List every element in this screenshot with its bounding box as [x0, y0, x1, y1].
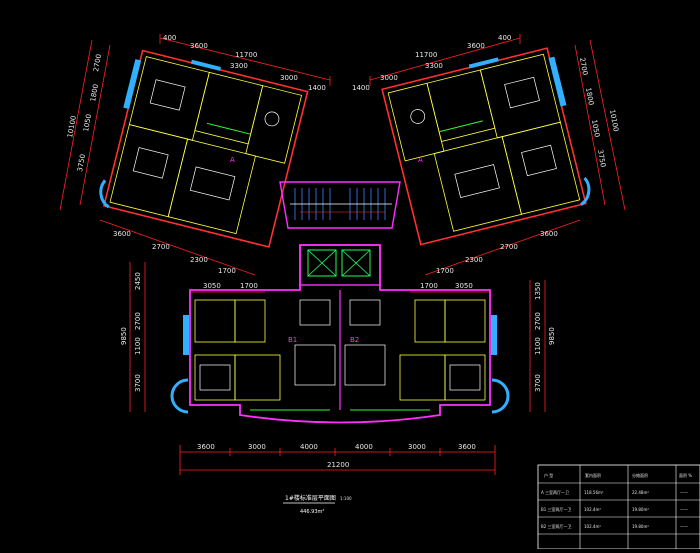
table-header-1: 套内面积	[585, 472, 601, 478]
plan-title-block: 1#楼标准层平面图 1:100 446.93m²	[283, 494, 352, 515]
dim-lower-top-right-1: 3050	[455, 282, 473, 290]
dim-top-left-4: 3000	[280, 74, 298, 82]
dim-top-right-0: 11700	[415, 51, 437, 59]
dim-lower-left-v-2: 2700	[134, 312, 142, 330]
plan-area: 446.93m²	[300, 509, 324, 515]
unit-label-a-left: A	[230, 156, 235, 164]
dim-lower-right-v-4: 3700	[534, 374, 542, 392]
dim-left-v-2: 10100	[66, 115, 78, 138]
table-row-1-cell-2: 19.80m²	[632, 507, 649, 512]
unit-label-b1: B1	[288, 336, 297, 344]
dim-lower-right-v-0: 1350	[534, 282, 542, 300]
dim-top-right-5: 3300	[425, 62, 443, 70]
elevator-core	[299, 244, 381, 286]
table-header-0: 户 型	[544, 472, 553, 478]
dim-right-v-4: 3750	[596, 149, 607, 168]
dim-left-bottom-2: 2300	[190, 256, 208, 264]
dim-top-left-5: 1400	[308, 84, 326, 92]
dim-bottom-0: 3600	[197, 443, 215, 451]
table-header-3: 面积 %	[679, 472, 692, 478]
unit-labels: A A B1 B2	[230, 156, 423, 344]
dim-lower-top-left-1: 1700	[240, 282, 258, 290]
plan-title: 1#楼标准层平面图	[285, 494, 336, 502]
table-row-0-cell-2: 22.48m²	[632, 490, 649, 495]
dim-left-v-3: 1050	[82, 113, 93, 132]
dim-lower-left-v-3: 1100	[134, 337, 142, 355]
dim-right-bottom-2: 2700	[500, 243, 518, 251]
dim-top-right-4: 3000	[380, 74, 398, 82]
dim-bottom-1: 3000	[248, 443, 266, 451]
dim-bottom-2: 4000	[300, 443, 318, 451]
central-stair	[279, 181, 401, 229]
table-row-1-cell-1: 102.4m²	[584, 507, 601, 512]
dim-bottom-total: 21200	[327, 461, 349, 469]
table-row-1-cell-3: ——	[680, 507, 688, 512]
dim-right-v-1: 1800	[584, 87, 595, 106]
dim-right-bottom-1: 2300	[465, 256, 483, 264]
dim-right-bottom-3: 3600	[540, 230, 558, 238]
unit-label-a-right: A	[418, 156, 423, 164]
unit-a-right-wing	[381, 47, 591, 246]
dim-right-v-3: 1050	[590, 119, 601, 138]
dim-left-v-0: 2700	[92, 53, 103, 72]
dim-lower-left-v-0: 2450	[134, 272, 142, 290]
dim-left-bottom-0: 3600	[113, 230, 131, 238]
dim-lower-right-v-2: 9850	[548, 327, 556, 345]
dim-bottom-5: 3600	[458, 443, 476, 451]
dim-top-left-2: 11700	[235, 51, 257, 59]
table-row-0-cell-3: ——	[680, 490, 688, 495]
unit-label-b2: B2	[350, 336, 359, 344]
unit-b-lower-block	[170, 244, 510, 424]
table-row-0-cell-0: A 三室两厅一卫	[541, 489, 569, 495]
unit-a-left-wing	[99, 49, 309, 248]
dim-lower-left-v-4: 3700	[134, 374, 142, 392]
table-row-1-cell-0: B1 三室两厅一卫	[541, 506, 572, 512]
dim-top-right-1: 3600	[467, 42, 485, 50]
dim-left-v-1: 1800	[89, 83, 100, 102]
table-row-2-cell-0: B2 三室两厅一卫	[541, 523, 572, 529]
dim-lower-right-v-3: 1100	[534, 337, 542, 355]
dim-lower-top-right-0: 1700	[420, 282, 438, 290]
dim-lower-right-v-1: 2700	[534, 312, 542, 330]
table-row-2-cell-1: 102.4m²	[584, 524, 601, 529]
table-row-0-cell-1: 118.56m²	[584, 490, 604, 495]
dimension-text-layer: 400 3600 11700 3300 3000 1400 11700 3600…	[66, 34, 620, 469]
dim-right-v-0: 2700	[578, 57, 589, 76]
dim-left-v-4: 3750	[76, 153, 87, 172]
dimension-lines	[59, 34, 626, 475]
dim-left-bottom-1: 2700	[152, 243, 170, 251]
area-schedule-table: 户 型 套内面积 分摊面积 面积 % A 三室两厅一卫 118.56m² 22.…	[537, 464, 700, 550]
table-header-2: 分摊面积	[632, 472, 648, 478]
dim-bottom-4: 3000	[408, 443, 426, 451]
dim-bottom-3: 4000	[355, 443, 373, 451]
dim-lower-top-left-0: 3050	[203, 282, 221, 290]
dim-lower-left-v-1: 9850	[120, 327, 128, 345]
dim-right-v-2: 10100	[608, 109, 620, 132]
dim-right-bottom-0: 1700	[436, 267, 454, 275]
dim-top-right-3: 1400	[352, 84, 370, 92]
dim-top-left-1: 3600	[190, 42, 208, 50]
plan-scale: 1:100	[340, 496, 352, 501]
dim-top-left-0: 400	[163, 34, 176, 42]
dim-top-left-3: 3300	[230, 62, 248, 70]
table-row-2-cell-2: 19.80m²	[632, 524, 649, 529]
dim-top-right-2: 400	[498, 34, 511, 42]
dim-left-bottom-3: 1700	[218, 267, 236, 275]
table-row-2-cell-3: ——	[680, 524, 688, 529]
